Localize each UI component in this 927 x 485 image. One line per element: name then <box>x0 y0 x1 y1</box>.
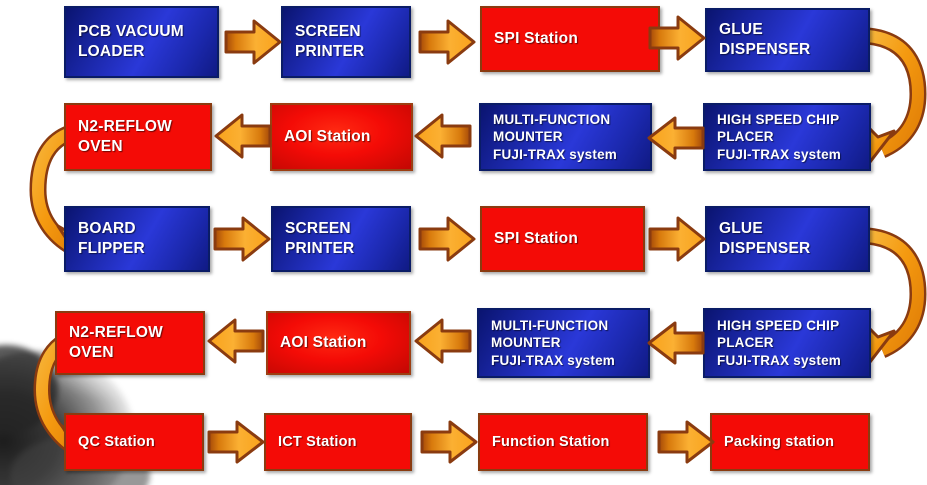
arrow-right-ict-to-function <box>420 420 478 464</box>
node-label-line: BOARD <box>78 220 136 238</box>
node-label-line: N2-REFLOW <box>78 118 172 136</box>
arrow-right-spi-to-glue-2 <box>648 216 706 262</box>
node-multi-function-mounter-1[interactable]: MULTI-FUNCTION MOUNTER FUJI-TRAX system <box>479 103 652 171</box>
node-label-line: SPI Station <box>494 230 579 248</box>
node-packing-station[interactable]: Packing station <box>710 413 870 471</box>
node-label-line: HIGH SPEED CHIP <box>717 112 840 128</box>
arrow-right-qc-to-ict <box>207 420 265 464</box>
arrow-left-aoi-to-oven-2 <box>207 318 265 364</box>
node-label-line: DISPENSER <box>719 41 811 58</box>
node-label-line: ICT Station <box>278 433 357 450</box>
node-label-line: SCREEN <box>285 220 351 238</box>
node-label-line: FUJI-TRAX system <box>491 352 615 368</box>
arrow-left-aoi-to-oven-1 <box>214 113 272 159</box>
node-label-line: SPI Station <box>494 30 579 48</box>
node-label-line: PCB VACUUM <box>78 23 184 41</box>
node-label-line: GLUE <box>719 21 763 39</box>
node-n2-reflow-oven-2[interactable]: N2-REFLOW OVEN <box>55 311 205 375</box>
node-pcb-vacuum-loader[interactable]: PCB VACUUM LOADER <box>64 6 219 78</box>
arrow-right-printer-to-spi-2 <box>418 216 476 262</box>
node-aoi-station-2[interactable]: AOI Station <box>266 311 411 375</box>
node-glue-dispenser-1[interactable]: GLUE DISPENSER <box>705 8 870 72</box>
node-qc-station[interactable]: QC Station <box>64 413 204 471</box>
node-label-line: GLUE <box>719 220 763 238</box>
node-label-line: FUJI-TRAX system <box>717 352 841 368</box>
node-label-line: OVEN <box>78 138 123 155</box>
arrow-right-function-to-packing <box>657 420 715 464</box>
node-label-line: PRINTER <box>295 43 365 60</box>
node-label-line: MOUNTER <box>491 335 561 351</box>
arrow-left-placer-to-mounter-2 <box>647 321 705 365</box>
node-high-speed-chip-placer-1[interactable]: HIGH SPEED CHIP PLACER FUJI-TRAX system <box>703 103 871 171</box>
node-label-line: AOI Station <box>284 128 371 146</box>
node-label-line: MULTI-FUNCTION <box>491 318 609 334</box>
node-n2-reflow-oven-1[interactable]: N2-REFLOW OVEN <box>64 103 212 171</box>
node-label-line: FUJI-TRAX system <box>493 146 617 162</box>
arrow-right-loader-to-printer <box>224 19 282 65</box>
arrow-right-flipper-to-printer-2 <box>213 216 271 262</box>
node-board-flipper[interactable]: BOARD FLIPPER <box>64 206 210 272</box>
arrow-left-placer-to-mounter-1 <box>647 116 705 160</box>
node-label-line: MOUNTER <box>493 129 563 145</box>
node-screen-printer-2[interactable]: SCREEN PRINTER <box>271 206 411 272</box>
node-spi-station-2[interactable]: SPI Station <box>480 206 645 272</box>
node-function-station[interactable]: Function Station <box>478 413 648 471</box>
node-label-line: HIGH SPEED CHIP <box>717 318 840 334</box>
node-label-line: Function Station <box>492 433 610 450</box>
node-label-line: FUJI-TRAX system <box>717 146 841 162</box>
node-label-line: FLIPPER <box>78 240 145 257</box>
arrow-right-printer-to-spi-1 <box>418 19 476 65</box>
node-ict-station[interactable]: ICT Station <box>264 413 412 471</box>
arrow-left-mounter-to-aoi-1 <box>414 113 472 159</box>
node-label-line: LOADER <box>78 43 145 60</box>
node-label-line: AOI Station <box>280 334 367 352</box>
arrow-left-mounter-to-aoi-2 <box>414 318 472 364</box>
node-label-line: SCREEN <box>295 23 361 41</box>
node-label-line: QC Station <box>78 433 155 450</box>
node-screen-printer-1[interactable]: SCREEN PRINTER <box>281 6 411 78</box>
node-high-speed-chip-placer-2[interactable]: HIGH SPEED CHIP PLACER FUJI-TRAX system <box>703 308 871 378</box>
node-label-line: DISPENSER <box>719 240 811 257</box>
node-label-line: Packing station <box>724 433 835 450</box>
node-label-line: N2-REFLOW <box>69 324 163 342</box>
node-multi-function-mounter-2[interactable]: MULTI-FUNCTION MOUNTER FUJI-TRAX system <box>477 308 650 378</box>
node-label-line: OVEN <box>69 344 114 361</box>
node-label-line: PLACER <box>717 129 774 145</box>
node-label-line: MULTI-FUNCTION <box>493 112 611 128</box>
node-aoi-station-1[interactable]: AOI Station <box>270 103 413 171</box>
node-label-line: PLACER <box>717 335 774 351</box>
node-spi-station-1[interactable]: SPI Station <box>480 6 660 72</box>
node-glue-dispenser-2[interactable]: GLUE DISPENSER <box>705 206 870 272</box>
node-label-line: PRINTER <box>285 240 355 257</box>
